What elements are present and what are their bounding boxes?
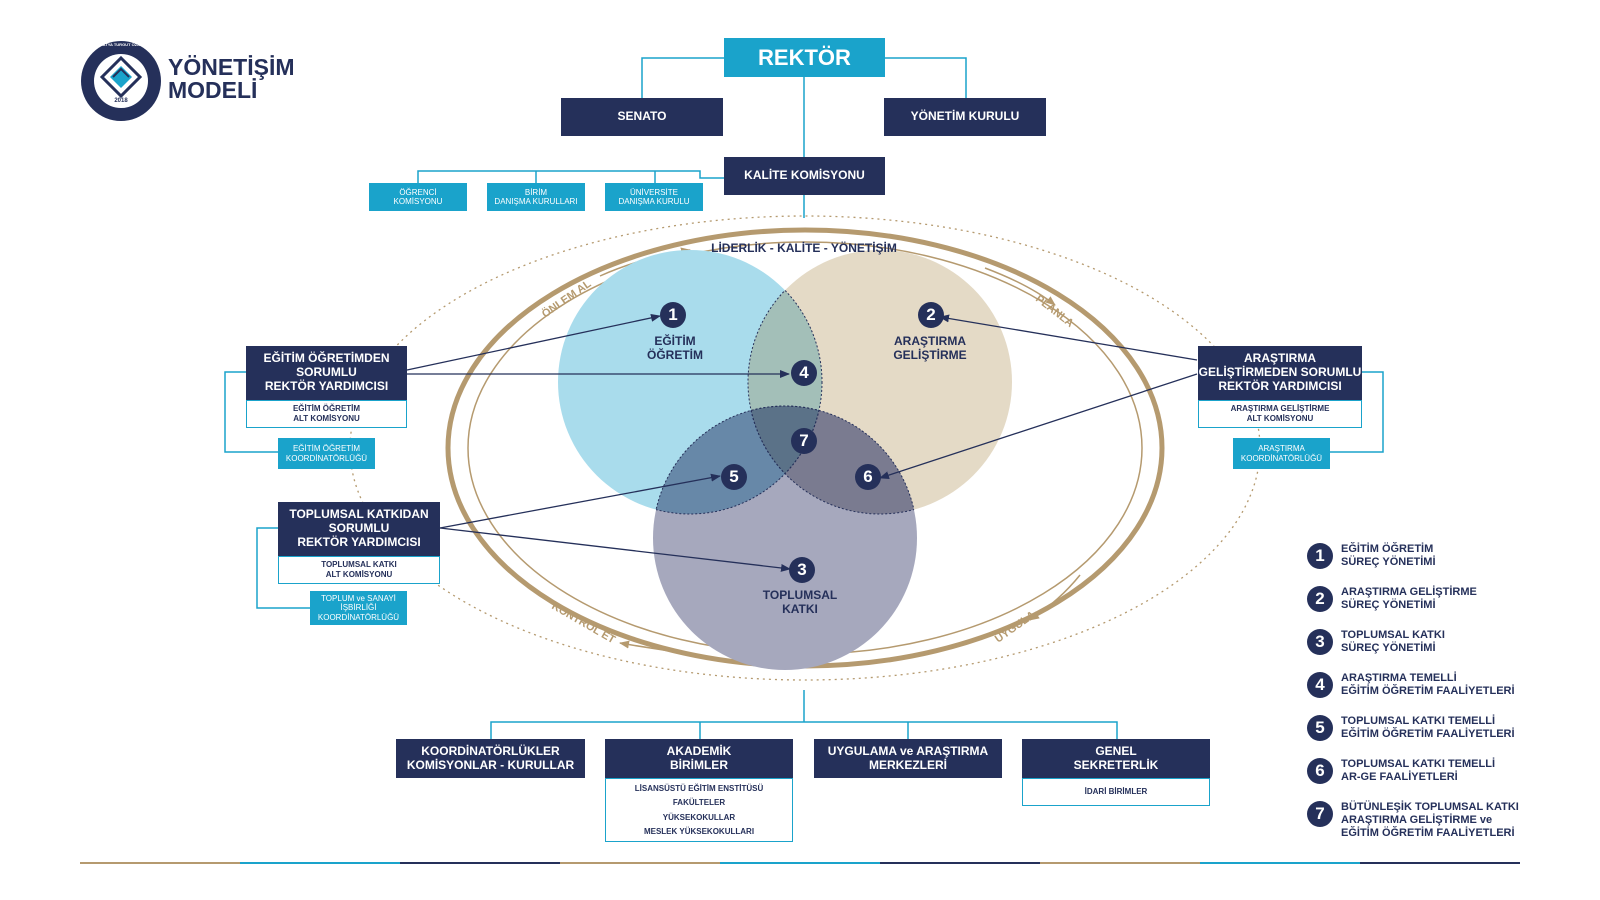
- legend-item: 5 TOPLUMSAL KATKI TEMELLİ EĞİTİM ÖĞRETİM…: [1307, 715, 1515, 741]
- overlap-2-3: [748, 406, 917, 514]
- akademik-item[interactable]: YÜKSEKOKULLAR: [662, 812, 736, 822]
- koordinatorlukler-box[interactable]: KOORDİNATÖRLÜKLER KOMİSYONLAR - KURULLAR: [396, 739, 585, 778]
- cycle-header: LİDERLİK - KALİTE - YÖNETİŞİM: [711, 240, 897, 255]
- bottom-connectors: [490, 690, 1118, 739]
- cycle-label-planla: PLANLA: [1033, 293, 1076, 330]
- venn-label-egitim: EĞİTİM ÖĞRETİM: [647, 334, 703, 363]
- akademik-birimler-box[interactable]: AKADEMİK BİRİMLER: [605, 739, 793, 778]
- left-connectors: [224, 371, 310, 609]
- venn-number-1: 1: [660, 302, 686, 328]
- responsibility-arrows: [406, 313, 1198, 572]
- overlap-1-3: [653, 406, 822, 514]
- uygulama-arastirma-merkezleri-box[interactable]: UYGULAMA ve ARAŞTIRMA MERKEZLERİ: [814, 739, 1002, 778]
- genel-sekreterlik-box[interactable]: GENEL SEKRETERLİK: [1022, 739, 1210, 778]
- birim-danisma-box[interactable]: BİRİM DANIŞMA KURULLARI: [487, 183, 585, 211]
- universite-danisma-box[interactable]: ÜNİVERSİTE DANIŞMA KURULU: [605, 183, 703, 211]
- venn-number-2: 2: [918, 302, 944, 328]
- legend-item: 6 TOPLUMSAL KATKI TEMELLİ AR-GE FAALİYET…: [1307, 758, 1495, 784]
- arastirma-alt-komisyon-box[interactable]: ARAŞTIRMA GELİŞTİRME ALT KOMİSYONU: [1198, 400, 1362, 428]
- logo-year: 2018: [114, 98, 128, 104]
- logo-title: YÖNETİŞİM MODELİ: [168, 56, 295, 102]
- legend-item: 4 ARAŞTIRMA TEMELLİ EĞİTİM ÖĞRETİM FAALİ…: [1307, 672, 1515, 698]
- legend-number: 3: [1307, 629, 1333, 655]
- legend-text: ARAŞTIRMA GELİŞTİRME SÜREÇ YÖNETİMİ: [1341, 586, 1477, 612]
- egitim-rektor-yardimcisi-box[interactable]: EĞİTİM ÖĞRETİMDEN SORUMLU REKTÖR YARDIMC…: [246, 346, 407, 400]
- legend-text: BÜTÜNLEŞİK TOPLUMSAL KATKI ARAŞTIRMA GEL…: [1341, 801, 1519, 840]
- logo-ring-text: MALATYA TURGUT ÖZAL ÜNİVERSİTESİ: [94, 42, 148, 47]
- legend-text: TOPLUMSAL KATKI SÜREÇ YÖNETİMİ: [1341, 629, 1445, 655]
- legend-text: ARAŞTIRMA TEMELLİ EĞİTİM ÖĞRETİM FAALİYE…: [1341, 672, 1515, 698]
- venn-label-arastirma: ARAŞTIRMA GELİŞTİRME: [893, 334, 967, 363]
- venn-number-6: 6: [855, 464, 881, 490]
- arastirma-koordinatorluk-box[interactable]: ARAŞTIRMA KOORDİNATÖRLÜĞÜ: [1233, 438, 1330, 469]
- logo-title-line2: MODELİ: [168, 77, 258, 103]
- logo: 2018 MALATYA TURGUT ÖZAL ÜNİVERSİTESİ: [80, 40, 162, 122]
- legend-number: 1: [1307, 543, 1333, 569]
- legend-text: TOPLUMSAL KATKI TEMELLİ EĞİTİM ÖĞRETİM F…: [1341, 715, 1515, 741]
- akademik-item[interactable]: FAKÜLTELER: [672, 798, 726, 808]
- legend-number: 4: [1307, 672, 1333, 698]
- legend-number: 2: [1307, 586, 1333, 612]
- venn-label-toplumsal: TOPLUMSAL KATKI: [762, 588, 838, 617]
- akademik-item[interactable]: LİSANSÜSTÜ EĞİTİM ENSTİTÜSÜ: [634, 784, 764, 794]
- rektor-box[interactable]: REKTÖR: [724, 38, 885, 77]
- egitim-koordinatorluk-box[interactable]: EĞİTİM ÖĞRETİM KOORDİNATÖRLÜĞÜ: [278, 438, 375, 469]
- legend-number: 5: [1307, 715, 1333, 741]
- legend-text: EĞİTİM ÖĞRETİM SÜREÇ YÖNETİMİ: [1341, 543, 1436, 569]
- arastirma-rektor-yardimcisi-box[interactable]: ARAŞTIRMA GELİŞTİRMEDEN SORUMLU REKTÖR Y…: [1198, 346, 1362, 400]
- toplum-sanayi-koordinatorluk-box[interactable]: TOPLUM ve SANAYİ İŞBİRLİĞİ KOORDİNATÖRLÜ…: [310, 591, 407, 625]
- akademik-item[interactable]: MESLEK YÜKSEKOKULLARI: [643, 826, 755, 836]
- senato-box[interactable]: SENATO: [561, 98, 723, 136]
- venn-number-4: 4: [791, 360, 817, 386]
- akademik-birimler-list: LİSANSÜSTÜ EĞİTİM ENSTİTÜSÜ FAKÜLTELER Y…: [605, 778, 793, 842]
- legend-item: 1 EĞİTİM ÖĞRETİM SÜREÇ YÖNETİMİ: [1307, 543, 1436, 569]
- venn-number-3: 3: [789, 557, 815, 583]
- venn-number-7: 7: [791, 428, 817, 454]
- right-connectors: [1330, 371, 1384, 453]
- cycle-label-uygula: UYGULA: [993, 609, 1038, 646]
- ogrenci-komisyonu-box[interactable]: ÖĞRENCİ KOMİSYONU: [369, 183, 467, 211]
- idari-birimler-box[interactable]: İDARİ BİRİMLER: [1022, 778, 1210, 806]
- legend-number: 6: [1307, 758, 1333, 784]
- toplumsal-rektor-yardimcisi-box[interactable]: TOPLUMSAL KATKIDAN SORUMLU REKTÖR YARDIM…: [278, 502, 440, 556]
- toplumsal-alt-komisyon-box[interactable]: TOPLUMSAL KATKI ALT KOMİSYONU: [278, 556, 440, 584]
- legend-item: 3 TOPLUMSAL KATKI SÜREÇ YÖNETİMİ: [1307, 629, 1445, 655]
- yonetim-kurulu-box[interactable]: YÖNETİM KURULU: [884, 98, 1046, 136]
- logo-title-line1: YÖNETİŞİM: [168, 54, 295, 80]
- university-seal-icon: [81, 41, 161, 121]
- venn-number-5: 5: [721, 464, 747, 490]
- kalite-komisyonu-box[interactable]: KALİTE KOMİSYONU: [724, 157, 885, 195]
- cycle-label-kontrol-et: KONTROL ET: [550, 600, 618, 646]
- legend-number: 7: [1307, 801, 1333, 827]
- egitim-alt-komisyon-box[interactable]: EĞİTİM ÖĞRETİM ALT KOMİSYONU: [246, 400, 407, 428]
- legend-item: 2 ARAŞTIRMA GELİŞTİRME SÜREÇ YÖNETİMİ: [1307, 586, 1477, 612]
- legend-text: TOPLUMSAL KATKI TEMELLİ AR-GE FAALİYETLE…: [1341, 758, 1495, 784]
- legend-item: 7 BÜTÜNLEŞİK TOPLUMSAL KATKI ARAŞTIRMA G…: [1307, 801, 1519, 841]
